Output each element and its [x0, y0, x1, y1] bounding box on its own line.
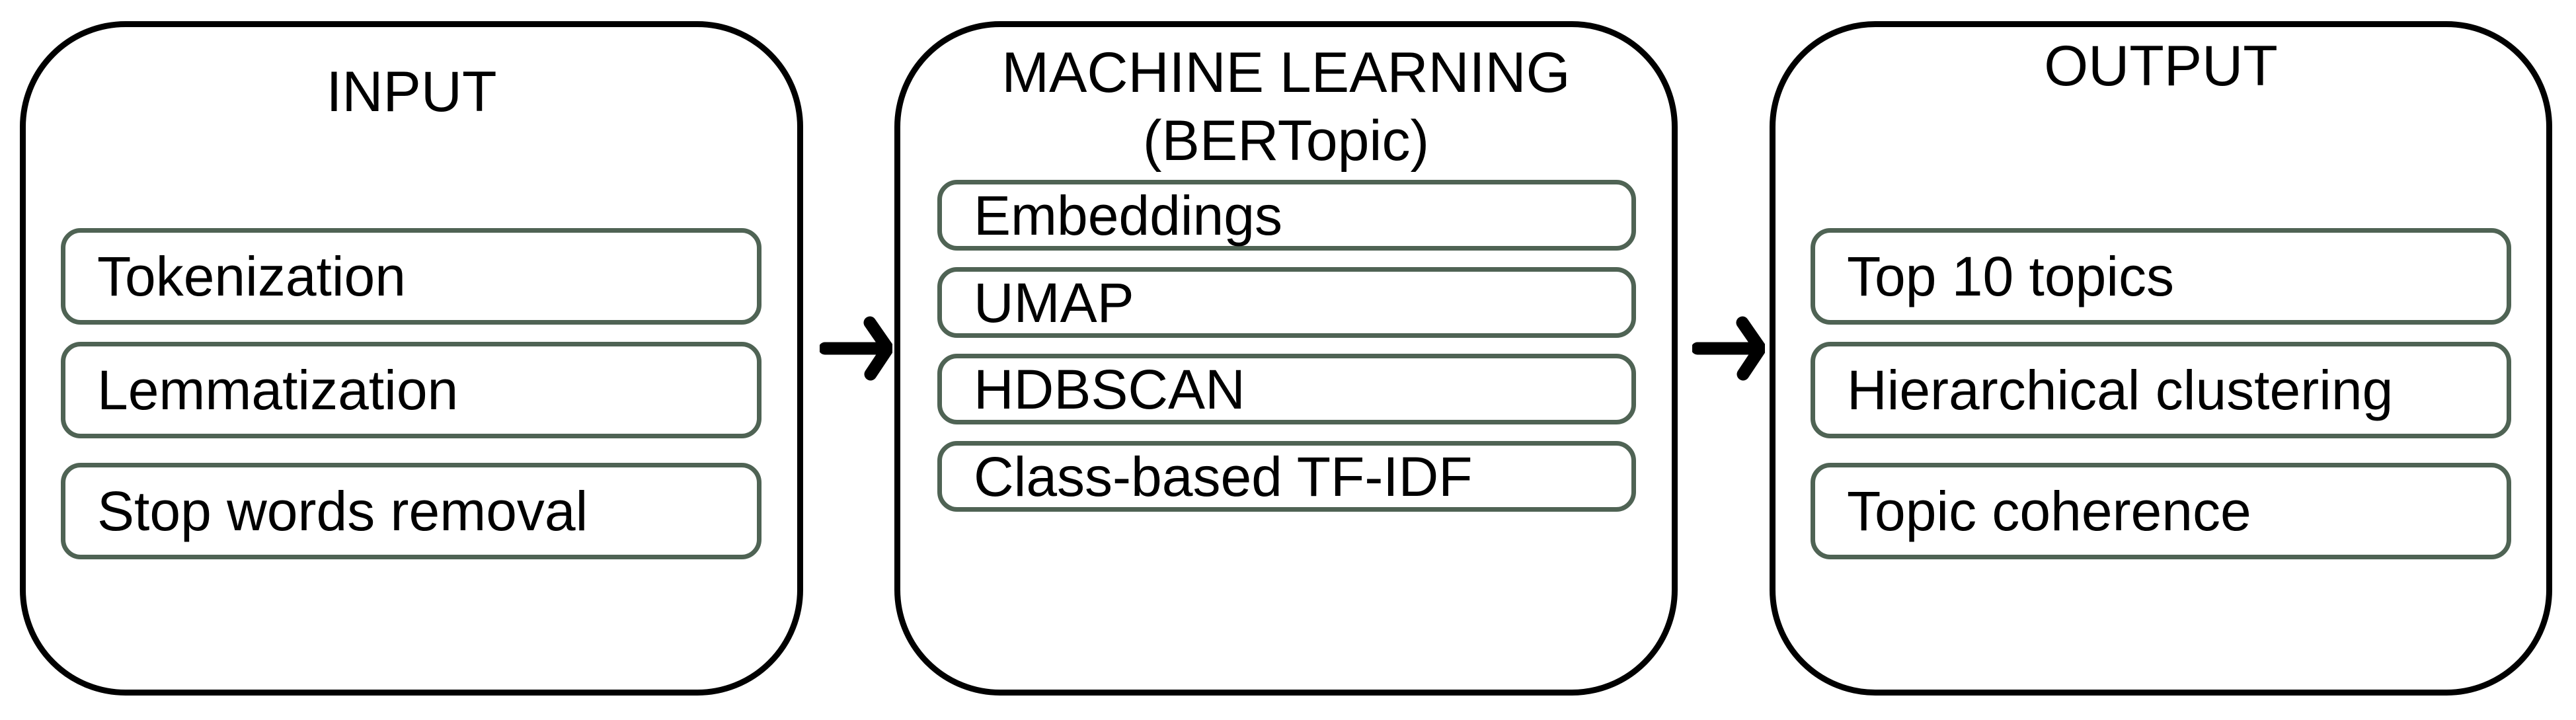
panel-input-title: INPUT — [326, 60, 497, 124]
output-item-top-10-topics: Top 10 topics — [1811, 228, 2511, 325]
input-item-tokenization: Tokenization — [61, 228, 761, 325]
ml-item-umap: UMAP — [937, 267, 1636, 338]
panel-input: INPUT Tokenization Lemmatization Stop wo… — [20, 21, 803, 696]
input-item-lemmatization: Lemmatization — [61, 342, 761, 438]
output-item-hierarchical-clustering: Hierarchical clustering — [1811, 342, 2511, 438]
ml-item-hdbscan: HDBSCAN — [937, 354, 1636, 424]
input-item-stop-words-removal: Stop words removal — [61, 463, 761, 559]
output-item-topic-coherence: Topic coherence — [1811, 463, 2511, 559]
panel-output: OUTPUT Top 10 topics Hierarchical cluste… — [1770, 21, 2552, 696]
arrow-right-icon — [1692, 316, 1765, 381]
panel-machine-learning-title-line1: MACHINE LEARNING — [1001, 41, 1571, 104]
panel-machine-learning-subtitle: (BERTopic) — [1142, 109, 1430, 173]
ml-item-embeddings: Embeddings — [937, 180, 1636, 251]
panel-machine-learning-title: MACHINE LEARNING(BERTopic) — [900, 39, 1672, 175]
ml-item-class-based-tf-idf: Class-based TF-IDF — [937, 441, 1636, 512]
arrow-right-icon — [820, 316, 892, 381]
panel-output-title: OUTPUT — [2044, 34, 2278, 98]
panel-machine-learning: MACHINE LEARNING(BERTopic) Embeddings UM… — [894, 21, 1678, 696]
